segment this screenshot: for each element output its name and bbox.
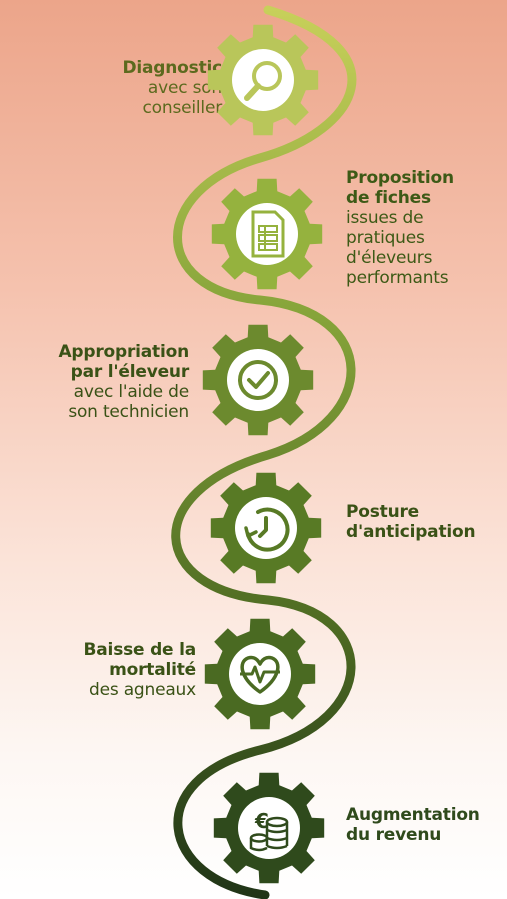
step-3-line-2: par l'éleveur [70, 362, 190, 382]
step-3-line-1: Appropriation [58, 342, 189, 362]
gear-center [238, 797, 300, 859]
magnifier-icon [244, 61, 282, 101]
step-5-line-2: mortalité [109, 660, 196, 680]
step-2-gear [207, 174, 327, 294]
heart-pulse-icon [240, 655, 280, 694]
step-2-line-3: issues de [346, 208, 424, 228]
step-5-line-1: Baisse de la [83, 640, 197, 660]
gear-center [229, 643, 291, 705]
step-3-line-4: son technicien [68, 402, 189, 422]
svg-text:€: € [254, 809, 269, 833]
step-2-line-5: d'éleveurs [346, 248, 433, 268]
step-6-line-1: Augmentation [346, 805, 480, 825]
step-3-line-3: avec l'aide de [73, 382, 190, 402]
step-4-line-2: d'anticipation [346, 522, 476, 542]
gear-center [232, 49, 294, 111]
step-1-line-3: conseiller [142, 98, 223, 118]
step-4-gear [206, 468, 326, 588]
step-2-line-2: de fiches [346, 188, 431, 208]
step-2-line-1: Proposition [346, 168, 454, 188]
step-6-gear: € [209, 768, 329, 888]
document-icon [251, 210, 285, 258]
step-6-line-2: du revenu [346, 825, 442, 845]
check-circle-icon [238, 360, 278, 400]
step-2-line-6: performants [346, 268, 449, 288]
step-4-line-1: Posture [346, 502, 419, 522]
gear-center [227, 349, 289, 411]
step-5-line-3: des agneaux [88, 680, 196, 700]
step-2-line-4: pratiques [346, 228, 425, 248]
step-3-gear [198, 320, 318, 440]
clock-arrow-icon [244, 507, 290, 552]
step-1-line-1: Diagnostic [122, 58, 222, 78]
euro-coins-icon: € [249, 809, 289, 852]
step-5-gear [200, 614, 320, 734]
step-1-gear [203, 20, 323, 140]
step-1-line-2: avec son [147, 78, 222, 98]
